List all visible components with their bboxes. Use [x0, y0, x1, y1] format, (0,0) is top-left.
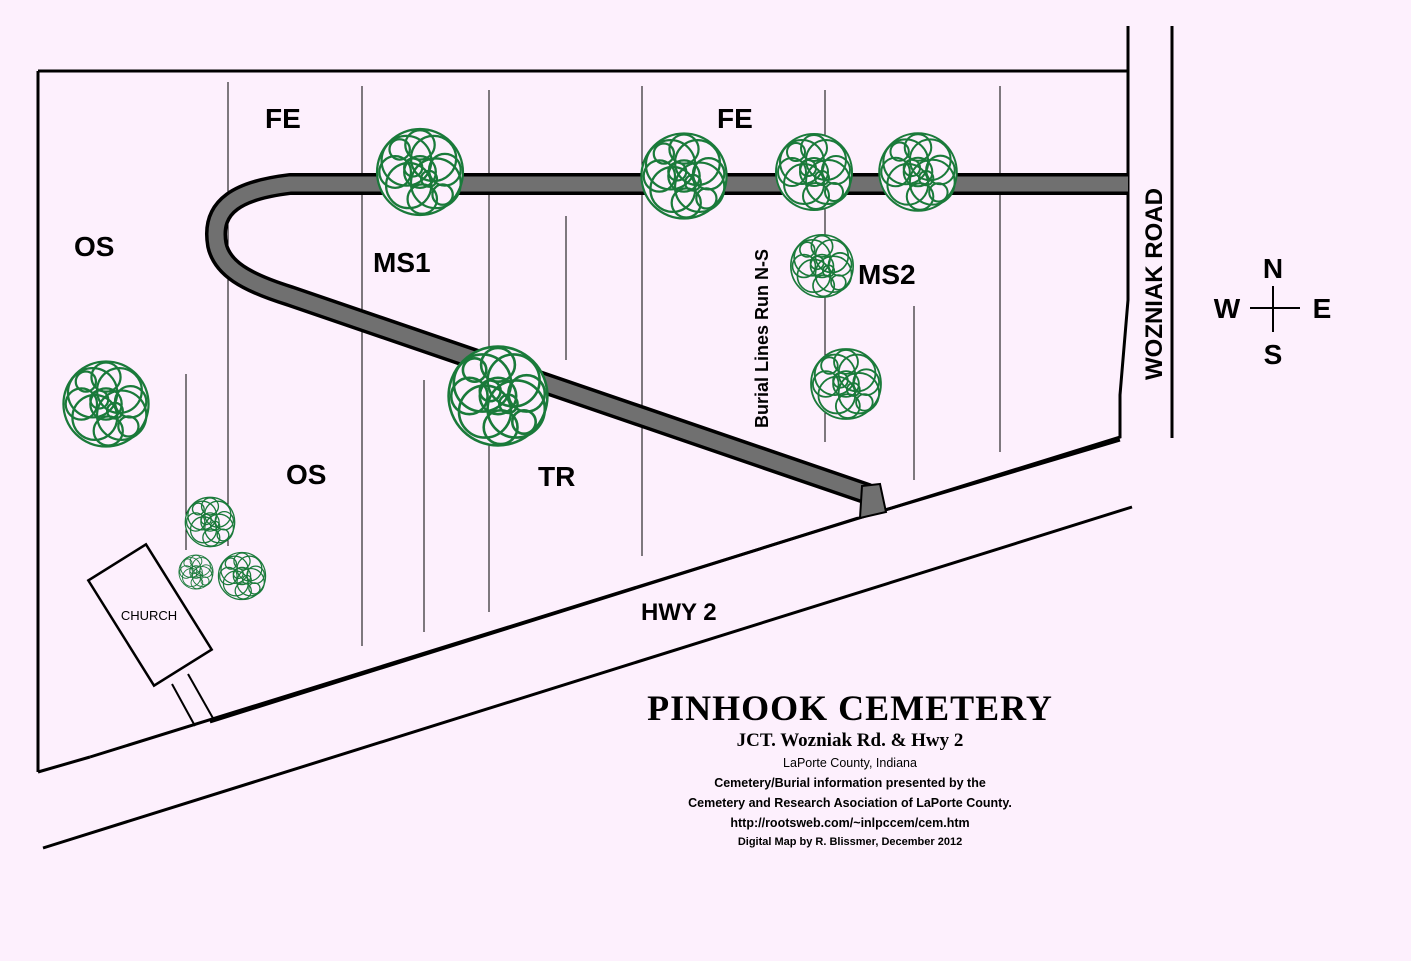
county-line: LaPorte County, Indiana [783, 756, 917, 770]
compass-rose: N S W E [1214, 253, 1332, 370]
title-block: PINHOOK CEMETERY JCT. Wozniak Rd. & Hwy … [620, 688, 1080, 851]
tree-icon [375, 127, 465, 217]
section-ms1: MS1 [373, 247, 431, 278]
tree-icon [790, 234, 854, 298]
tree-icon [810, 348, 882, 420]
tree-icon [184, 496, 236, 548]
tree-icon [878, 132, 958, 212]
church-building [86, 542, 215, 727]
hwy-2-road [42, 438, 1133, 850]
compass-north: N [1263, 253, 1283, 284]
section-tr: TR [538, 461, 575, 492]
compass-south: S [1264, 339, 1283, 370]
section-fe-right: FE [717, 103, 753, 134]
burial-lines-note: Burial Lines Run N-S [752, 249, 772, 428]
section-fe-left: FE [265, 103, 301, 134]
compass-west: W [1214, 293, 1241, 324]
section-ms2: MS2 [858, 259, 916, 290]
tree-icon [217, 551, 267, 601]
junction-subtitle: JCT. Wozniak Rd. & Hwy 2 [736, 730, 964, 751]
burial-lines [185, 82, 1001, 646]
source-url: http://rootsweb.com/~inlpccem/cem.htm [730, 816, 970, 830]
tree-icon [447, 345, 549, 447]
church-label: CHURCH [121, 608, 177, 623]
drive-entrance [858, 482, 888, 520]
credit-line-1: Cemetery/Burial information presented by… [714, 776, 986, 790]
tree-icon [775, 133, 853, 211]
tree-icon [62, 360, 150, 448]
map-title: PINHOOK CEMETERY [647, 688, 1053, 728]
section-os-top: OS [74, 231, 114, 262]
hwy-2-label: HWY 2 [641, 599, 717, 626]
tree-icon [640, 132, 728, 220]
credit-line-2: Cemetery and Research Asociation of LaPo… [688, 796, 1012, 810]
author-credit: Digital Map by R. Blissmer, December 201… [737, 836, 963, 848]
section-os-bottom: OS [286, 459, 326, 490]
compass-east: E [1313, 293, 1332, 324]
section-labels: FE FE OS OS MS1 MS2 TR [74, 103, 916, 492]
cemetery-drive-fill [208, 176, 1128, 502]
cemetery-drive [205, 173, 1128, 505]
wozniak-road-label: WOZNIAK ROAD [1141, 188, 1168, 380]
tree-icon [178, 554, 214, 590]
